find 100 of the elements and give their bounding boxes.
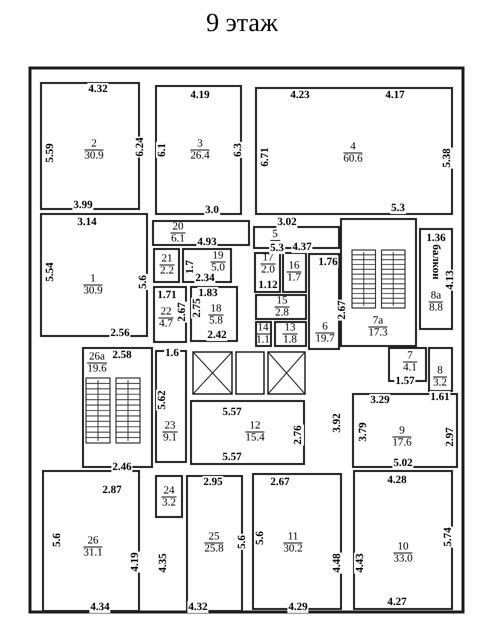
dimension-label: 1.71 [156,289,178,301]
room [255,87,453,215]
room-area: 4.1 [403,362,417,374]
room-number: 7 [403,350,417,362]
room-area: 1.1 [256,334,270,346]
dimension-label: 4.43 [354,552,366,574]
room [190,400,305,465]
room-number: 18 [208,304,224,316]
room-area: 9.1 [162,432,178,444]
room-number: 11 [283,532,303,544]
dimension-label: 4.34 [89,601,111,613]
dimension-label: 5.59 [44,142,56,164]
room-number: 5 [270,229,280,241]
dimension-label: 5.02 [392,457,414,469]
room-area: 30.9 [83,286,103,296]
dimension-label: 5.57 [221,451,243,463]
room-number: 6 [315,322,335,334]
room-area: 15.4 [245,432,265,444]
room-number: 15 [274,296,290,308]
dimension-label: 4.32 [187,601,209,613]
room-name: балкон [430,244,442,280]
dimension-label: 4.23 [289,89,311,101]
dimension-label: 5.6 [236,534,248,550]
room-number: 19 [210,250,226,262]
dimension-label: 6.1 [156,142,168,158]
room-number: 13 [282,322,298,334]
room-area: 1.7 [286,272,302,284]
room-area: 30.2 [283,544,303,554]
dimension-label: 5.6 [254,530,266,546]
dimension-label: 4.27 [386,596,408,608]
room-number: 26а [87,352,107,364]
room [155,475,183,518]
dimension-label: 4.37 [291,241,313,253]
room [255,294,307,320]
dimension-label: 4.35 [157,552,169,574]
room-number: 8 [433,366,447,378]
room-area: 19.7 [315,334,335,344]
dimension-label: 2.67 [269,476,291,488]
room-area: 26.4 [190,150,210,162]
dimension-label: 1.57 [394,375,416,387]
dimension-label: 5.6 [51,532,63,548]
dimension-label: 2.58 [111,349,133,361]
dimension-label: 5.3 [269,242,285,254]
room-number: 1 [83,274,103,286]
dimension-label: 3.02 [276,216,298,228]
dimension-label: 1.12 [257,279,279,291]
dimension-label: 4.32 [87,83,109,95]
dimension-label: 5.3 [390,202,406,214]
room-area: 8.8 [428,302,444,314]
room-number: 12 [245,420,265,432]
dimension-label: 4.93 [196,236,218,248]
room-number: 24 [162,486,176,498]
dimension-label: 3.29 [369,394,391,406]
room-area: 2.8 [274,308,290,318]
room-area: 1.8 [282,334,298,346]
dimension-label: 4.17 [384,89,406,101]
dimension-label: 6.3 [232,142,244,158]
dimension-label: 2.34 [194,272,216,284]
room-number: 23 [162,420,178,432]
dimension-label: 1.7 [184,259,196,275]
room-number: 3 [190,138,210,150]
dimension-label: 1.61 [429,391,451,403]
dimension-label: 1.6 [164,347,180,359]
dimension-label: 4.13 [444,269,456,291]
dimension-label: 5.57 [221,406,243,418]
room [153,248,180,283]
dimension-label: 2.97 [444,426,456,448]
dimension-label: 4.29 [287,601,309,613]
room-number: 10 [393,542,413,554]
dimension-label: 4.19 [129,551,141,573]
room-area: 3.2 [433,378,447,388]
dimension-label: 2.75 [191,297,203,319]
room-area: 17.6 [392,438,412,448]
room-number: 7а [368,316,388,328]
room-area: 31.1 [83,548,103,558]
dimension-label: 2.87 [101,484,123,496]
dimension-label: 3.99 [72,199,94,211]
dimension-label: 3.79 [357,421,369,443]
dimension-label: 1.36 [425,232,447,244]
room [255,321,272,347]
dimension-label: 4.48 [331,552,343,574]
room-number: 22 [158,306,174,318]
room-number: 8а [428,290,444,302]
room-number: 25 [204,532,224,544]
room-number: 9 [392,426,412,438]
room-number: 26 [83,536,103,548]
room-area: 19.6 [87,364,107,374]
room-area: 33.0 [393,554,413,564]
room-area: 5.8 [208,316,224,326]
room-number: 4 [343,142,363,154]
dimension-label: 1.83 [197,287,219,299]
dimension-label: 1.76 [317,256,339,268]
dimension-label: 3.92 [331,412,343,434]
dimension-label: 2.95 [202,476,224,488]
dimension-label: 6.24 [134,136,146,158]
dimension-label: 5.54 [44,261,56,283]
room-area: 2.2 [160,266,174,276]
room-number: 16 [286,260,302,272]
room-area: 3.2 [162,498,176,508]
room-area: 4.7 [158,318,174,330]
